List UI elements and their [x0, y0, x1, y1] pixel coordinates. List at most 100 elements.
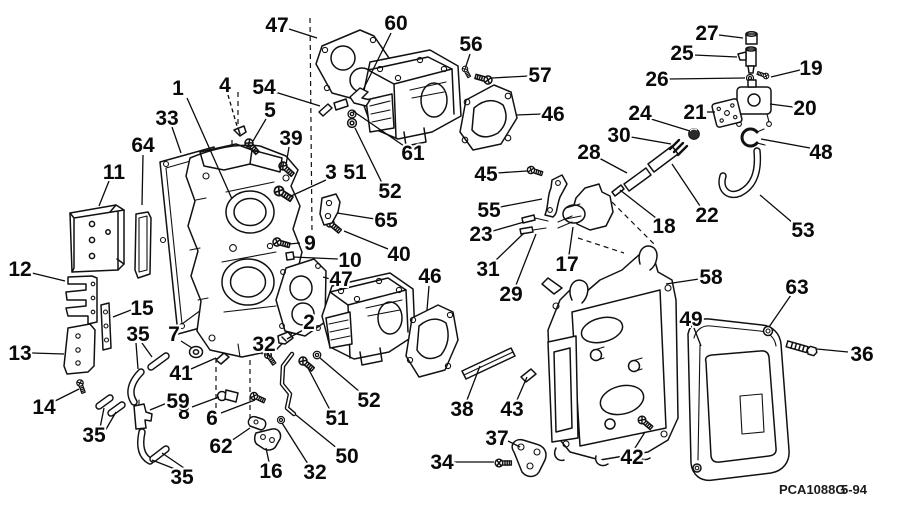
callouts-layer: 1234567891011121314151617181920212223242…	[6, 10, 875, 491]
hose-35-elbow	[136, 428, 154, 465]
washer-52b	[312, 350, 322, 360]
clip-4	[233, 125, 247, 137]
callout-13-label: 13	[8, 342, 31, 365]
hose-group	[95, 352, 170, 465]
callout-21-label: 21	[683, 101, 707, 124]
callout-42-label: 42	[620, 446, 643, 469]
plug-10	[285, 251, 295, 261]
callout-25-leader	[693, 54, 738, 58]
callout-59-label: 59	[166, 390, 189, 413]
callout-46b-label: 46	[418, 265, 441, 288]
screw-45	[525, 164, 544, 178]
callout-23-label: 23	[469, 223, 492, 246]
cover-49	[687, 318, 790, 482]
cable-29-31	[519, 226, 547, 235]
callout-39-leader	[285, 146, 290, 166]
callout-14-label: 14	[32, 396, 56, 419]
callout-55-leader	[499, 198, 543, 208]
callout-33-label: 33	[155, 107, 178, 130]
hose-35-long	[127, 368, 145, 406]
callout-7-label: 7	[168, 323, 180, 346]
callout-62-label: 62	[209, 435, 232, 458]
callout-56-label: 56	[459, 33, 482, 56]
callout-29-leader	[515, 233, 537, 286]
callout-5-label: 5	[264, 99, 276, 122]
callout-63-leader	[768, 294, 792, 328]
callout-18-label: 18	[652, 215, 676, 238]
callout-24-label: 24	[628, 102, 652, 125]
bolt-36	[785, 339, 819, 357]
callout-30-label: 30	[607, 124, 630, 147]
callout-38-leader	[466, 365, 481, 401]
callout-14-leader	[54, 388, 80, 402]
clip-2	[277, 331, 294, 345]
screw-14	[75, 378, 88, 395]
callout-35a-leader	[135, 342, 139, 370]
callout-35a-leader	[141, 342, 153, 358]
tube-28	[623, 167, 652, 192]
callout-32a-label: 32	[252, 333, 275, 356]
callout-10-label: 10	[338, 249, 361, 272]
reed-valve	[65, 275, 98, 325]
bracket-group-37	[494, 438, 547, 478]
callout-36-leader	[816, 348, 849, 353]
screw-34	[494, 458, 513, 468]
intake-manifold	[185, 143, 304, 358]
callout-15-label: 15	[130, 297, 154, 320]
callout-11-label: 11	[103, 161, 126, 184]
fitting-43	[520, 368, 537, 383]
callout-46b-leader	[426, 285, 430, 311]
callout-35b-leader	[99, 407, 105, 429]
callout-47b-leader	[322, 276, 331, 280]
cap-27	[745, 31, 758, 45]
callout-16-leader	[265, 447, 270, 463]
callout-30-leader	[630, 136, 672, 145]
callout-50-leader	[295, 414, 339, 450]
hose-35-end	[149, 445, 170, 463]
callout-48-label: 48	[809, 141, 833, 164]
hose-35-piece-b	[107, 401, 126, 417]
primer-pump-cluster	[668, 31, 772, 199]
fitting-8	[216, 389, 239, 403]
intake-manifold-assembly	[159, 143, 304, 358]
spring-30	[668, 138, 689, 157]
callout-20-leader	[769, 103, 794, 108]
callout-19-label: 19	[799, 57, 822, 80]
callout-40-leader	[343, 230, 389, 250]
callout-33-leader	[171, 126, 182, 154]
callout-57-label: 57	[528, 64, 551, 87]
callout-9-leader	[288, 242, 301, 245]
callout-28-label: 28	[577, 141, 601, 164]
date-code: 5-94	[841, 482, 868, 497]
screw-6	[248, 390, 267, 405]
callout-51b-label: 51	[325, 407, 349, 430]
callout-31-label: 31	[476, 258, 500, 281]
callout-26-leader	[668, 77, 746, 80]
callout-35b-leader	[104, 411, 117, 432]
callout-56-leader	[465, 53, 471, 67]
choke-lever	[349, 87, 371, 107]
callout-3-label: 3	[325, 161, 337, 184]
callout-53-label: 53	[791, 219, 814, 242]
callout-65-label: 65	[374, 209, 398, 232]
solenoid-group	[519, 164, 614, 235]
bottom-carburetor-group	[188, 258, 459, 451]
callout-32a-leader	[265, 351, 271, 358]
callout-60-leader	[362, 32, 392, 91]
callout-6-leader	[220, 399, 256, 414]
callout-8-label: 8	[178, 401, 190, 424]
washer-32b	[276, 415, 286, 425]
callout-11-leader	[98, 180, 110, 207]
callout-2-label: 2	[303, 311, 315, 334]
part-code: PCA1088G	[779, 482, 845, 497]
callout-17-leader	[568, 226, 574, 256]
carb-adaptor-gasket-top	[459, 84, 518, 151]
callout-29-label: 29	[499, 283, 522, 306]
callout-41-label: 41	[169, 362, 193, 385]
callout-58-label: 58	[699, 266, 723, 289]
callout-4-label: 4	[219, 74, 231, 97]
callout-43-leader	[516, 376, 528, 401]
link-rod-50	[279, 351, 297, 417]
reed-block	[69, 204, 125, 273]
